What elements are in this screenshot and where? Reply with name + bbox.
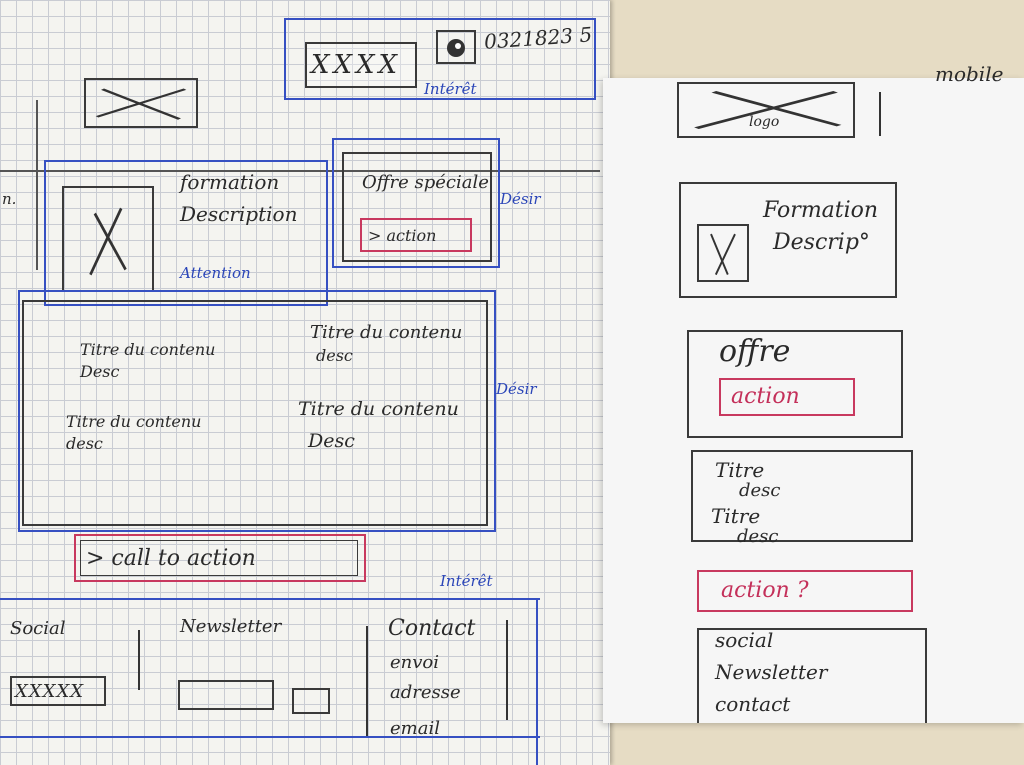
cta-button[interactable]: > call to action [74, 534, 366, 582]
header-divider [0, 170, 600, 172]
mobile-content-card [691, 450, 913, 542]
footer-label: Intérêt [440, 572, 493, 590]
footer-social-icons-text: XXXXX [15, 681, 85, 702]
hero-label: Attention [180, 264, 251, 282]
phone-icon [436, 30, 476, 64]
content-item-1-desc: Desc [80, 362, 120, 381]
offer-title: Offre spéciale [362, 172, 489, 193]
newsletter-email-input[interactable] [178, 680, 274, 710]
social-icons-text: XXXX [311, 50, 402, 80]
footer-right-line [536, 598, 538, 765]
hero-desc: Description [180, 202, 298, 226]
hero-section [44, 160, 328, 306]
logo-placeholder [84, 78, 198, 128]
cutoff-text: n. [2, 190, 17, 208]
mobile-item-2-title: Titre [711, 504, 761, 528]
offer-action-label: > action [368, 226, 437, 245]
cta-inner [80, 540, 358, 576]
mobile-footer-contact: contact [715, 692, 791, 716]
content-item-3-desc: desc [66, 434, 103, 453]
mobile-offer-title: offre [719, 334, 791, 369]
offer-section [332, 138, 500, 268]
margin-line [36, 100, 38, 270]
social-icons-placeholder: XXXX [305, 42, 417, 88]
mobile-logo-text: logo [749, 114, 780, 130]
mobile-logo-side-line [879, 92, 881, 136]
offer-card [342, 152, 492, 262]
footer-newsletter: Newsletter [180, 616, 282, 637]
footer-contact-line-2: adresse [390, 682, 461, 703]
mobile-label: mobile [935, 62, 1004, 86]
footer-divider-3 [506, 620, 508, 720]
mobile-offer-card [687, 330, 903, 438]
content-item-2-title: Titre du contenu [310, 322, 463, 343]
mobile-hero-image [697, 224, 749, 282]
footer-contact: Contact [388, 616, 476, 641]
footer-bottom-line [0, 736, 540, 738]
footer-social-icons[interactable]: XXXXX [10, 676, 106, 706]
mobile-wireframe-sheet: mobile logo Formation Descrip° offre act… [603, 62, 1024, 723]
mobile-offer-action-button[interactable]: action [719, 378, 855, 416]
desktop-wireframe-sheet: n. XXXX 0321823 5 Intérêt formation Desc… [0, 0, 610, 765]
mobile-cta-button[interactable]: action ? [697, 570, 913, 612]
mobile-item-1-title: Titre [715, 458, 765, 482]
header-label: Intérêt [424, 80, 477, 98]
footer-divider-2 [366, 626, 368, 736]
mobile-footer [697, 628, 927, 723]
hero-title: formation [180, 170, 280, 194]
mobile-cta-label: action ? [721, 578, 809, 603]
offer-label: Désir [500, 190, 541, 208]
content-item-2-desc: desc [316, 346, 353, 365]
mobile-item-2-desc: desc [737, 526, 779, 547]
mobile-footer-newsletter: Newsletter [715, 660, 828, 684]
mobile-offer-action-label: action [731, 384, 800, 409]
newsletter-submit-button[interactable] [292, 688, 330, 714]
mobile-formation: Formation [763, 198, 879, 223]
mobile-item-1-desc: desc [739, 480, 781, 501]
content-label: Désir [496, 380, 537, 398]
header-section [284, 18, 596, 100]
footer-social: Social [10, 618, 66, 639]
content-item-4-title: Titre du contenu [298, 398, 459, 420]
content-item-4-desc: Desc [308, 430, 355, 452]
mobile-descrip: Descrip° [773, 230, 870, 255]
footer-top-line [0, 598, 540, 600]
offer-action-button[interactable]: > action [360, 218, 472, 252]
mobile-hero-card [679, 182, 897, 298]
mobile-footer-social: social [715, 628, 774, 652]
footer-contact-line-3: email [390, 718, 440, 739]
footer-divider-1 [138, 630, 140, 690]
content-item-3-title: Titre du contenu [66, 412, 202, 431]
cta-label: > call to action [86, 546, 256, 571]
hero-image-placeholder [62, 186, 154, 292]
mobile-logo-placeholder: logo [677, 82, 855, 138]
content-card [22, 300, 488, 526]
footer-contact-line-1: envoi [390, 652, 440, 673]
content-section [18, 290, 496, 532]
content-item-1-title: Titre du contenu [80, 340, 216, 359]
